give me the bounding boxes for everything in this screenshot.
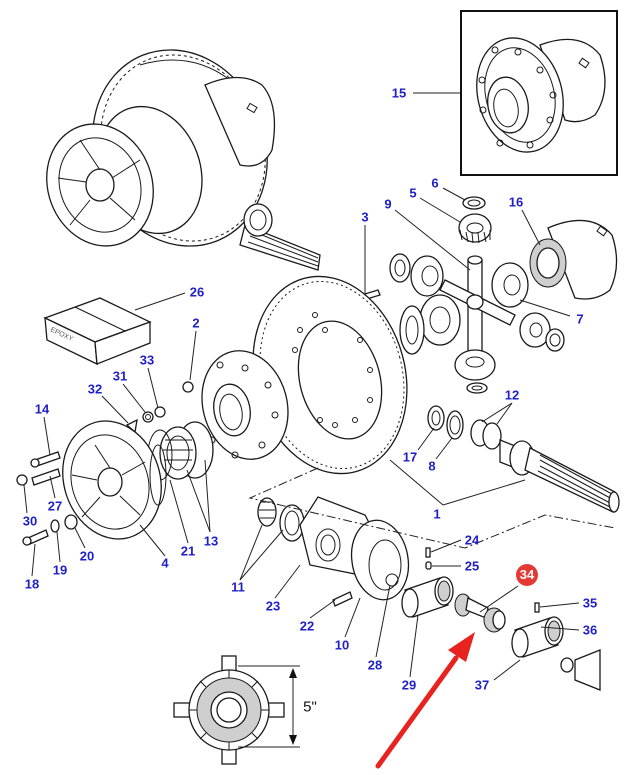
callout-23[interactable]: 23 xyxy=(265,598,281,614)
callout-4[interactable]: 4 xyxy=(161,555,169,571)
callout-33[interactable]: 33 xyxy=(139,352,155,368)
callout-11[interactable]: 11 xyxy=(231,579,245,595)
callout-15[interactable]: 15 xyxy=(391,85,407,101)
pin-35 xyxy=(534,602,540,613)
sleeve-37 xyxy=(511,616,601,691)
nut-2 xyxy=(182,381,194,393)
sleeve-29 xyxy=(401,576,454,618)
callout-17[interactable]: 17 xyxy=(402,449,418,465)
callout-12[interactable]: 12 xyxy=(504,387,520,403)
callout-8[interactable]: 8 xyxy=(428,458,436,474)
callout-2[interactable]: 2 xyxy=(192,315,200,331)
nut-30 xyxy=(16,474,28,486)
callout-35[interactable]: 35 xyxy=(582,595,598,611)
stud-27 xyxy=(31,468,61,486)
callout-28[interactable]: 28 xyxy=(367,657,383,673)
highlighted-callout-34[interactable]: 34 xyxy=(516,564,538,586)
washer-19 xyxy=(50,519,60,533)
highlight-arrow xyxy=(375,632,475,769)
callout-31[interactable]: 31 xyxy=(112,368,128,384)
flange-4 xyxy=(62,420,167,540)
lower-assembly xyxy=(257,496,410,607)
spider-gears xyxy=(389,196,618,394)
callout-25[interactable]: 25 xyxy=(464,558,480,574)
callout-36[interactable]: 36 xyxy=(582,622,598,638)
dimension-label: 5" xyxy=(303,698,317,716)
callout-29[interactable]: 29 xyxy=(401,677,417,693)
washer-31 xyxy=(142,411,154,423)
callout-19[interactable]: 19 xyxy=(52,562,68,578)
ring-gear xyxy=(252,275,408,475)
epoxy-box: EPOXY xyxy=(43,297,152,366)
callout-6[interactable]: 6 xyxy=(431,175,439,191)
callout-22[interactable]: 22 xyxy=(299,618,315,634)
callout-13[interactable]: 13 xyxy=(203,533,219,549)
assembled-differential xyxy=(46,49,321,271)
callout-7[interactable]: 7 xyxy=(576,311,584,327)
bottom-view-differential xyxy=(173,655,300,765)
callout-3[interactable]: 3 xyxy=(361,209,369,225)
callout-5[interactable]: 5 xyxy=(409,185,417,201)
callout-14[interactable]: 14 xyxy=(34,401,50,417)
inset-housing xyxy=(460,10,618,176)
diff-hub xyxy=(201,350,289,460)
callout-18[interactable]: 18 xyxy=(24,576,40,592)
bushing-20 xyxy=(64,514,78,530)
callout-9[interactable]: 9 xyxy=(384,196,392,212)
bolt-22 xyxy=(332,591,353,607)
bearings-13 xyxy=(147,421,214,481)
callout-30[interactable]: 30 xyxy=(22,513,38,529)
callout-27[interactable]: 27 xyxy=(47,498,63,514)
callout-26[interactable]: 26 xyxy=(189,284,205,300)
coupler-34 xyxy=(454,593,506,633)
nut-33 xyxy=(154,406,166,418)
callout-10[interactable]: 10 xyxy=(334,637,350,653)
pin-24 xyxy=(425,547,431,558)
callout-21[interactable]: 21 xyxy=(180,543,196,559)
callout-1[interactable]: 1 xyxy=(433,506,441,522)
callout-20[interactable]: 20 xyxy=(79,548,95,564)
leader-lines xyxy=(23,92,616,681)
callout-24[interactable]: 24 xyxy=(464,532,480,548)
callout-32[interactable]: 32 xyxy=(87,381,103,397)
pinion-shaft xyxy=(427,405,620,513)
pin-25 xyxy=(425,561,432,570)
callout-37[interactable]: 37 xyxy=(474,677,490,693)
callout-16[interactable]: 16 xyxy=(508,194,524,210)
